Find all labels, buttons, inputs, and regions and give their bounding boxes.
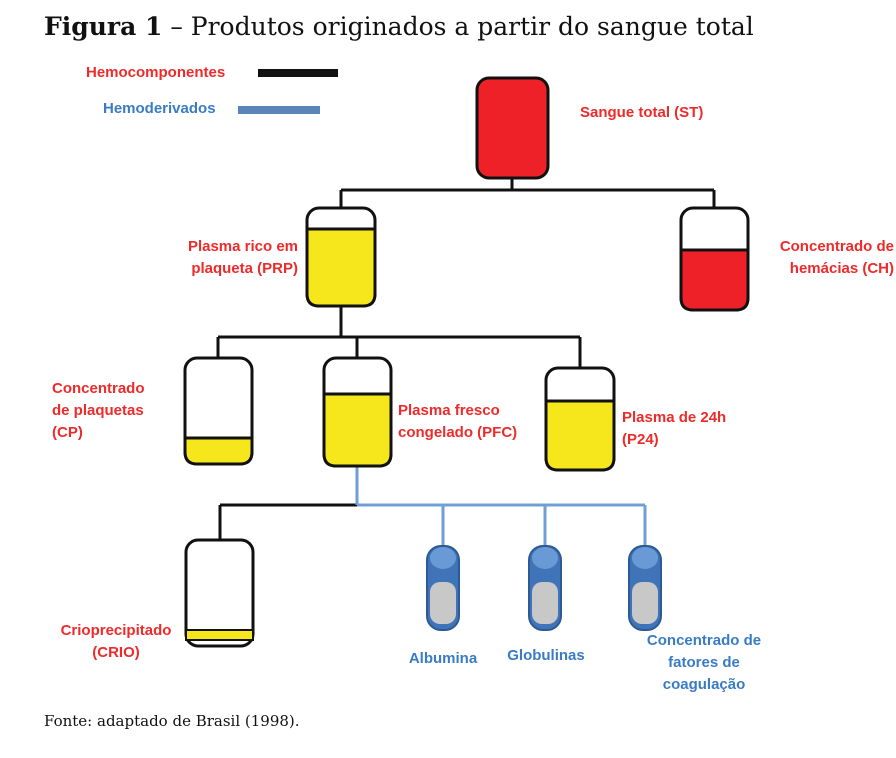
figure-source: Fonte: adaptado de Brasil (1998). bbox=[44, 712, 300, 730]
legend-swatch-hemocomponentes bbox=[258, 69, 338, 77]
legend-swatch-hemoderivados bbox=[238, 106, 320, 114]
label-albumina: Albumina bbox=[408, 650, 478, 667]
hemoderivative-connectors bbox=[355, 466, 647, 546]
vial-globulinas-icon bbox=[528, 545, 562, 631]
bag-crio-icon bbox=[184, 538, 255, 648]
label-p24: Plasma de 24h (P24) bbox=[622, 409, 727, 448]
label-ch: Concentrado de hemácias (CH) bbox=[779, 238, 894, 277]
figure-title: Figura 1 – Produtos originados a partir … bbox=[44, 12, 754, 41]
vial-albumina-icon bbox=[426, 545, 460, 631]
bag-prp-icon bbox=[305, 206, 377, 308]
label-globulinas: Globulinas bbox=[507, 647, 585, 664]
label-pfc: Plasma fresco congelado (PFC) bbox=[398, 402, 518, 441]
vial-fatores-icon bbox=[628, 545, 662, 631]
label-cp: Concentrado de plaquetas (CP) bbox=[52, 380, 145, 441]
hemocomponent-connectors bbox=[216, 178, 716, 540]
label-fatores: Concentrado de fatores de coagulação bbox=[646, 632, 762, 693]
legend-label-hemocomponentes: Hemocomponentes bbox=[86, 64, 226, 81]
bag-cp-icon bbox=[183, 356, 254, 466]
label-crio: Crioprecipitado (CRIO) bbox=[60, 622, 172, 661]
bag-pfc-icon bbox=[322, 356, 393, 468]
figure-number: Figura 1 bbox=[44, 12, 163, 41]
figure-caption: – Produtos originados a partir do sangue… bbox=[162, 12, 754, 41]
bag-sangue-total-icon bbox=[475, 76, 550, 180]
legend-label-hemoderivados: Hemoderivados bbox=[103, 100, 216, 117]
label-prp: Plasma rico em plaqueta (PRP) bbox=[187, 238, 298, 277]
bag-p24-icon bbox=[544, 366, 616, 472]
bag-ch-icon bbox=[679, 206, 750, 312]
label-sangue-total: Sangue total (ST) bbox=[580, 104, 704, 121]
